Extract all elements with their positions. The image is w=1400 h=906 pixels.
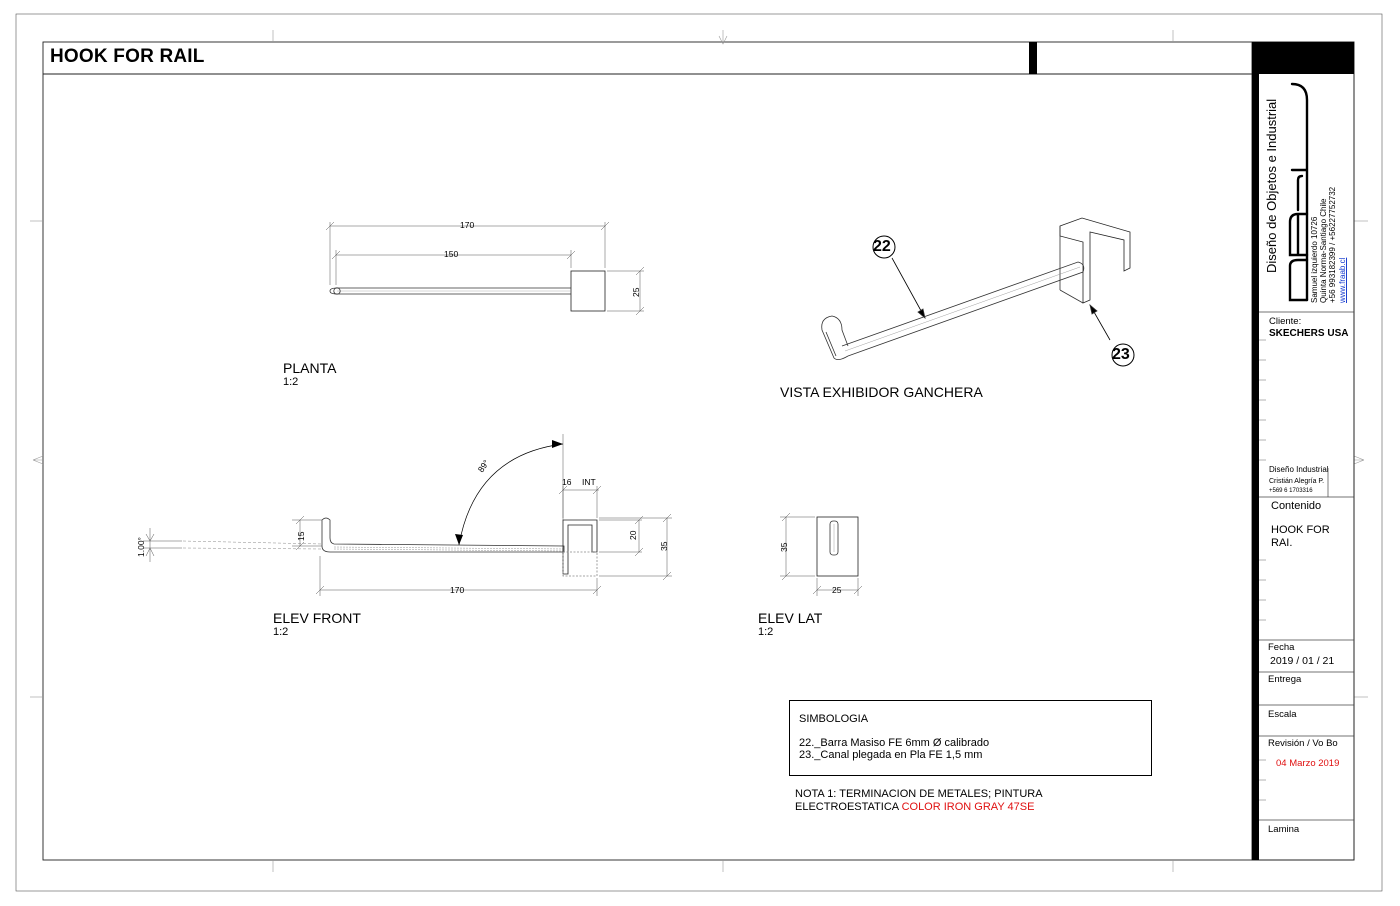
date-value: 2019 / 01 / 21	[1270, 655, 1335, 667]
elev-lat-view	[780, 512, 863, 596]
designer-phone: +569 6 1703316	[1269, 488, 1313, 494]
planta-view	[325, 221, 645, 316]
finish-note-line2: ELECTROESTATICA COLOR IRON GRAY 47SE	[795, 801, 1043, 814]
finish-note-color: COLOR IRON GRAY 47SE	[901, 801, 1035, 813]
title-block-dividers	[1259, 311, 1354, 821]
planta-dim-bar: 150	[444, 249, 459, 259]
vista-view	[821, 217, 1135, 367]
studio-address2: Quinta Norma-Santiago Chile	[1319, 198, 1328, 304]
elev-lat-dim-height: 35	[779, 542, 789, 552]
finish-note-line1: NOTA 1: TERMINACION DE METALES; PINTURA	[795, 788, 1043, 800]
vista-channel	[1059, 217, 1131, 304]
sheet-title: HOOK FOR RAIL	[50, 46, 205, 67]
outer-border	[15, 13, 1383, 892]
elev-front-scale: 1:2	[273, 626, 289, 638]
client-label: Cliente:	[1269, 316, 1302, 327]
planta-label: PLANTA	[283, 360, 337, 376]
design-label: Diseño Industrial	[1269, 465, 1329, 474]
delivery-label: Entrega	[1268, 674, 1302, 685]
legend-title: SIMBOLOGIA	[799, 713, 869, 725]
studio-website-link[interactable]: www.fraab.cl	[1338, 257, 1347, 303]
inner-border	[42, 41, 1355, 861]
revision-label: Revisión / Vo Bo	[1268, 738, 1338, 749]
vista-bar	[841, 261, 1085, 357]
title-block-scale-ticks	[1259, 339, 1266, 801]
finish-note-prefix: ELECTROESTATICA	[795, 801, 902, 813]
elev-front-channel	[562, 519, 598, 575]
designer-name: Cristián Alegría P.	[1269, 478, 1325, 485]
content-line2: RAI.	[1271, 537, 1293, 549]
elev-lat-label: ELEV LAT	[758, 610, 823, 626]
date-label: Fecha	[1268, 642, 1295, 653]
grid-ticks	[30, 30, 1368, 872]
legend-item-23: 23._Canal plegada en Pla FE 1,5 mm	[799, 749, 983, 761]
studio-address1: Samuel izquierdo 10726	[1310, 216, 1319, 303]
finish-note: NOTA 1: TERMINACION DE METALES; PINTURA …	[795, 788, 1043, 814]
elev-front-view	[143, 434, 672, 596]
planta-channel	[570, 270, 606, 312]
legend-box: SIMBOLOGIA 22._Barra Masiso FE 6mm Ø cal…	[789, 700, 1152, 776]
elev-front-dim-int: INT	[582, 477, 596, 487]
content-label: Contenido	[1271, 500, 1322, 512]
sheet-label: Lamina	[1268, 824, 1300, 835]
client-value: SKECHERS USA	[1269, 328, 1349, 339]
planta-dim-overall: 170	[460, 220, 475, 230]
elev-lat-scale: 1:2	[758, 626, 774, 638]
elev-front-dim-h-outer: 35	[659, 541, 669, 551]
elev-lat-channel	[816, 516, 859, 577]
studio-phone: +56 993182399 / +56227752732	[1328, 186, 1337, 303]
revision-value: 04 Marzo 2019	[1276, 758, 1340, 769]
legend-item-22: 22._Barra Masiso FE 6mm Ø calibrado	[799, 737, 990, 749]
title-block-black-spine	[1252, 74, 1259, 860]
elev-front-dim-tip: 15	[296, 531, 306, 541]
studio-name: Diseño de Objetos e Industrial	[1264, 98, 1279, 273]
vista-label: VISTA EXHIBIDOR GANCHERA	[780, 384, 983, 400]
title-block-black-header	[1252, 42, 1354, 74]
brand-logo-icon	[1288, 82, 1309, 302]
planta-dim-width: 25	[631, 287, 641, 297]
content-line1: HOOK FOR	[1271, 524, 1330, 536]
elev-front-label: ELEV FRONT	[273, 610, 361, 626]
planta-scale: 1:2	[283, 376, 299, 388]
elev-front-dim-length: 170	[450, 585, 465, 595]
callout-23: 23	[1112, 346, 1130, 363]
scale-label: Escala	[1268, 709, 1297, 720]
title-black-bar	[1029, 42, 1037, 74]
elev-lat-dim-width: 25	[832, 585, 842, 595]
callout-22: 22	[873, 238, 891, 255]
elev-front-dim-tilt: 1.00°	[136, 537, 146, 557]
elev-front-dim-h-inner: 20	[628, 530, 638, 540]
elev-front-dim-inner: 16	[562, 477, 572, 487]
